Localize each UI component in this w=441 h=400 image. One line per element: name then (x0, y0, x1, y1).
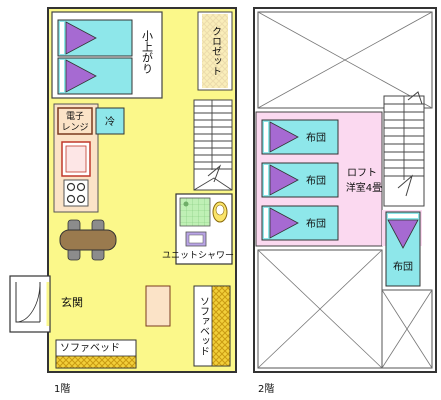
futon-1-label: 布団 (306, 132, 326, 144)
closet-label: クロゼット (210, 26, 222, 76)
sofa-bed-right (193, 285, 231, 367)
floor-2-plan: 布団 布団 布団 ロフト 洋室4畳 布団 (253, 7, 437, 395)
stove (63, 179, 89, 207)
unit-shower-label: ユニットシャワー (162, 251, 234, 261)
futon-3-label: 布団 (306, 218, 326, 230)
unit-shower (175, 193, 233, 265)
futon-2 (261, 162, 339, 198)
futon-4-label: 布団 (393, 261, 413, 273)
sofa-bed-bottom (55, 339, 137, 369)
futon-3 (261, 205, 339, 241)
low-table (145, 285, 171, 327)
futon-2-label: 布団 (306, 175, 326, 187)
floor-1-plan: 小上がり クロゼット 電子 レンジ 冷 (9, 7, 237, 395)
fridge-label: 冷 (105, 115, 115, 128)
floor-2-caption: 2階 (258, 383, 274, 395)
bed-2 (57, 57, 133, 95)
futon-1 (261, 119, 339, 155)
staircase-floor-1 (193, 99, 233, 191)
loft-label: ロフト (347, 168, 377, 179)
entrance-label: 玄関 (61, 295, 83, 309)
microwave-label-line-2: レンジ (61, 123, 88, 133)
futon-4 (385, 211, 421, 287)
microwave (57, 107, 93, 135)
raised-area-label: 小上がり (141, 30, 154, 74)
fridge (95, 107, 125, 135)
bed-1 (57, 19, 133, 57)
loft-size-label: 洋室4畳 (346, 181, 382, 194)
floor-1-caption: 1階 (54, 383, 70, 395)
staircase-floor-2 (383, 91, 425, 207)
sofa-bed-bottom-label: ソファベッド (60, 342, 120, 354)
dining-table (59, 219, 117, 261)
sofa-bed-right-label: ソファベッド (198, 296, 210, 356)
microwave-label-line-1: 電子 (66, 111, 84, 122)
entrance (9, 275, 51, 333)
